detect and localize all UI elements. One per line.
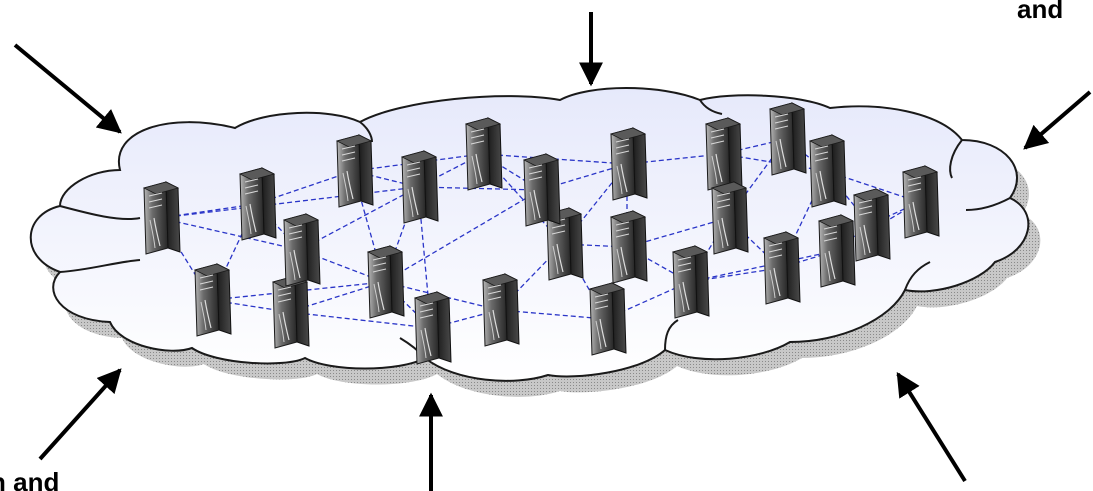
cloud-detail [664,319,679,351]
arrow-icon [13,43,122,134]
servers [142,102,940,365]
arrow-icon [1023,90,1092,150]
server-icon [710,181,749,255]
cloud-detail [59,205,141,221]
server-icon [817,214,856,288]
network-link [688,250,836,283]
arrow-icon [38,368,122,461]
server-icon [481,273,520,347]
server-icon [588,282,627,356]
cloud-detail [359,121,373,143]
network-link [417,186,541,191]
server-icon [671,245,710,319]
server-icon [762,231,801,305]
server-icon [768,102,807,176]
server-icon [545,207,584,281]
label-bottom-left: n and [0,467,60,491]
server-icon [366,245,405,319]
server-icon [271,275,310,349]
label-top-right: and [1017,0,1064,24]
server-icon [464,117,503,191]
cloud-detail [949,139,963,179]
cloud-detail [965,197,1011,211]
server-icon [282,213,321,287]
network-link [159,186,419,219]
server-icon [193,263,232,337]
server-icon [704,117,743,191]
server-icon [413,291,452,365]
server-icon [609,210,648,284]
server-icon [901,165,940,239]
server-icon [522,153,561,227]
server-icon [852,188,891,262]
arrow-icon [896,371,967,483]
network-link [210,281,385,301]
network-link [383,189,541,283]
server-icon [238,167,277,241]
server-icon [142,181,181,255]
cloud-detail [59,259,141,273]
server-icon [335,134,374,208]
server-icon [609,127,648,201]
server-icon [400,150,439,224]
network-link [299,186,419,251]
server-icon [808,134,847,208]
arrows [13,12,1092,491]
network-link [626,217,729,248]
cloud-detail [904,261,931,291]
cloud-detail [699,99,723,115]
